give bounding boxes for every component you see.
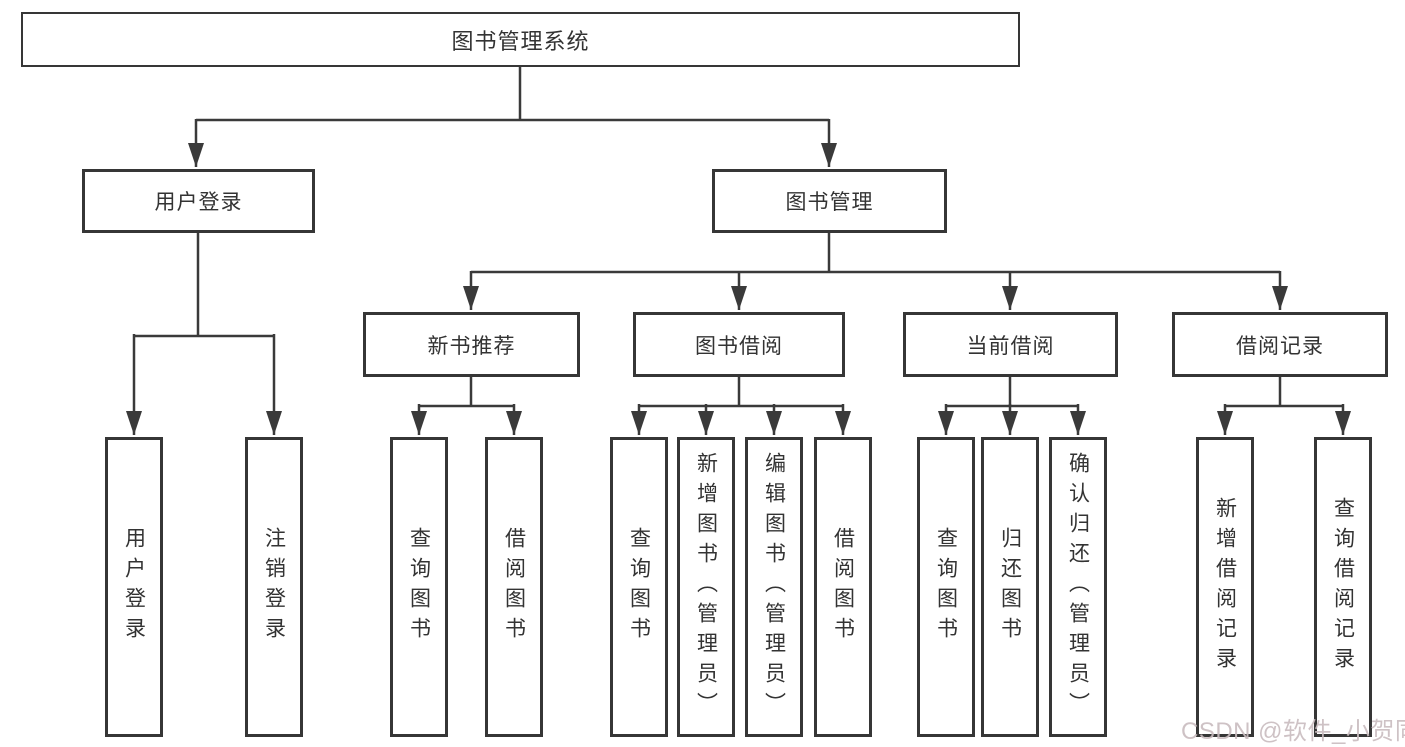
leaf-br-query-record-label: 查询借阅记录: [1331, 497, 1355, 677]
node-borrow-records: 借阅记录: [1172, 312, 1388, 377]
node-borrow-records-label: 借阅记录: [1236, 334, 1324, 358]
leaf-cb-return-books-label: 归还图书: [998, 527, 1022, 647]
leaf-nb-borrow-books: 借阅图书: [485, 437, 543, 737]
node-root: 图书管理系统: [21, 12, 1020, 67]
root-connectors: [188, 67, 837, 167]
node-user-login-label: 用户登录: [154, 191, 243, 214]
leaf-bb-add-books-admin-label: 新增图书（管理员）: [694, 452, 718, 722]
node-book-borrow-label: 图书借阅: [695, 334, 783, 358]
book-borrow-connectors: [631, 377, 851, 435]
leaf-bb-edit-books-admin: 编辑图书（管理员）: [745, 437, 803, 737]
leaf-bb-borrow-books-label: 借阅图书: [831, 527, 855, 647]
leaf-cb-query-books-label: 查询图书: [934, 527, 958, 647]
leaf-user-login: 用户登录: [105, 437, 163, 737]
leaf-user-login-label: 用户登录: [122, 527, 146, 647]
leaf-br-query-record: 查询借阅记录: [1314, 437, 1372, 737]
node-current-borrow: 当前借阅: [903, 312, 1118, 377]
node-new-book-recommend: 新书推荐: [363, 312, 580, 377]
node-current-borrow-label: 当前借阅: [966, 334, 1055, 358]
leaf-logout-login-label: 注销登录: [262, 527, 286, 647]
user-login-connectors: [126, 233, 282, 435]
leaf-cb-confirm-return-admin-label: 确认归还（管理员）: [1066, 452, 1090, 722]
node-new-book-recommend-label: 新书推荐: [427, 334, 516, 358]
node-book-management: 图书管理: [712, 169, 947, 233]
current-borrow-connectors: [938, 377, 1086, 435]
node-book-management-label: 图书管理: [785, 191, 874, 214]
leaf-bb-add-books-admin: 新增图书（管理员）: [677, 437, 735, 737]
leaf-nb-query-books-label: 查询图书: [407, 527, 431, 647]
book-management-connectors: [463, 233, 1288, 310]
leaf-logout-login: 注销登录: [245, 437, 303, 737]
leaf-nb-query-books: 查询图书: [390, 437, 448, 737]
leaf-cb-confirm-return-admin: 确认归还（管理员）: [1049, 437, 1107, 737]
leaf-cb-return-books: 归还图书: [981, 437, 1039, 737]
node-root-label: 图书管理系统: [451, 28, 590, 54]
watermark: CSDN @软件_小贺同学: [1181, 718, 1405, 745]
leaf-br-add-record: 新增借阅记录: [1196, 437, 1254, 737]
new-book-recommend-connectors: [411, 377, 522, 435]
leaf-bb-edit-books-admin-label: 编辑图书（管理员）: [762, 452, 786, 722]
leaf-bb-query-books-label: 查询图书: [627, 527, 651, 647]
leaf-br-add-record-label: 新增借阅记录: [1213, 497, 1237, 677]
leaf-cb-query-books: 查询图书: [917, 437, 975, 737]
node-book-borrow: 图书借阅: [633, 312, 845, 377]
borrow-records-connectors: [1217, 377, 1351, 435]
leaf-bb-query-books: 查询图书: [610, 437, 668, 737]
leaf-bb-borrow-books: 借阅图书: [814, 437, 872, 737]
leaf-nb-borrow-books-label: 借阅图书: [502, 527, 526, 647]
node-user-login: 用户登录: [82, 169, 315, 233]
